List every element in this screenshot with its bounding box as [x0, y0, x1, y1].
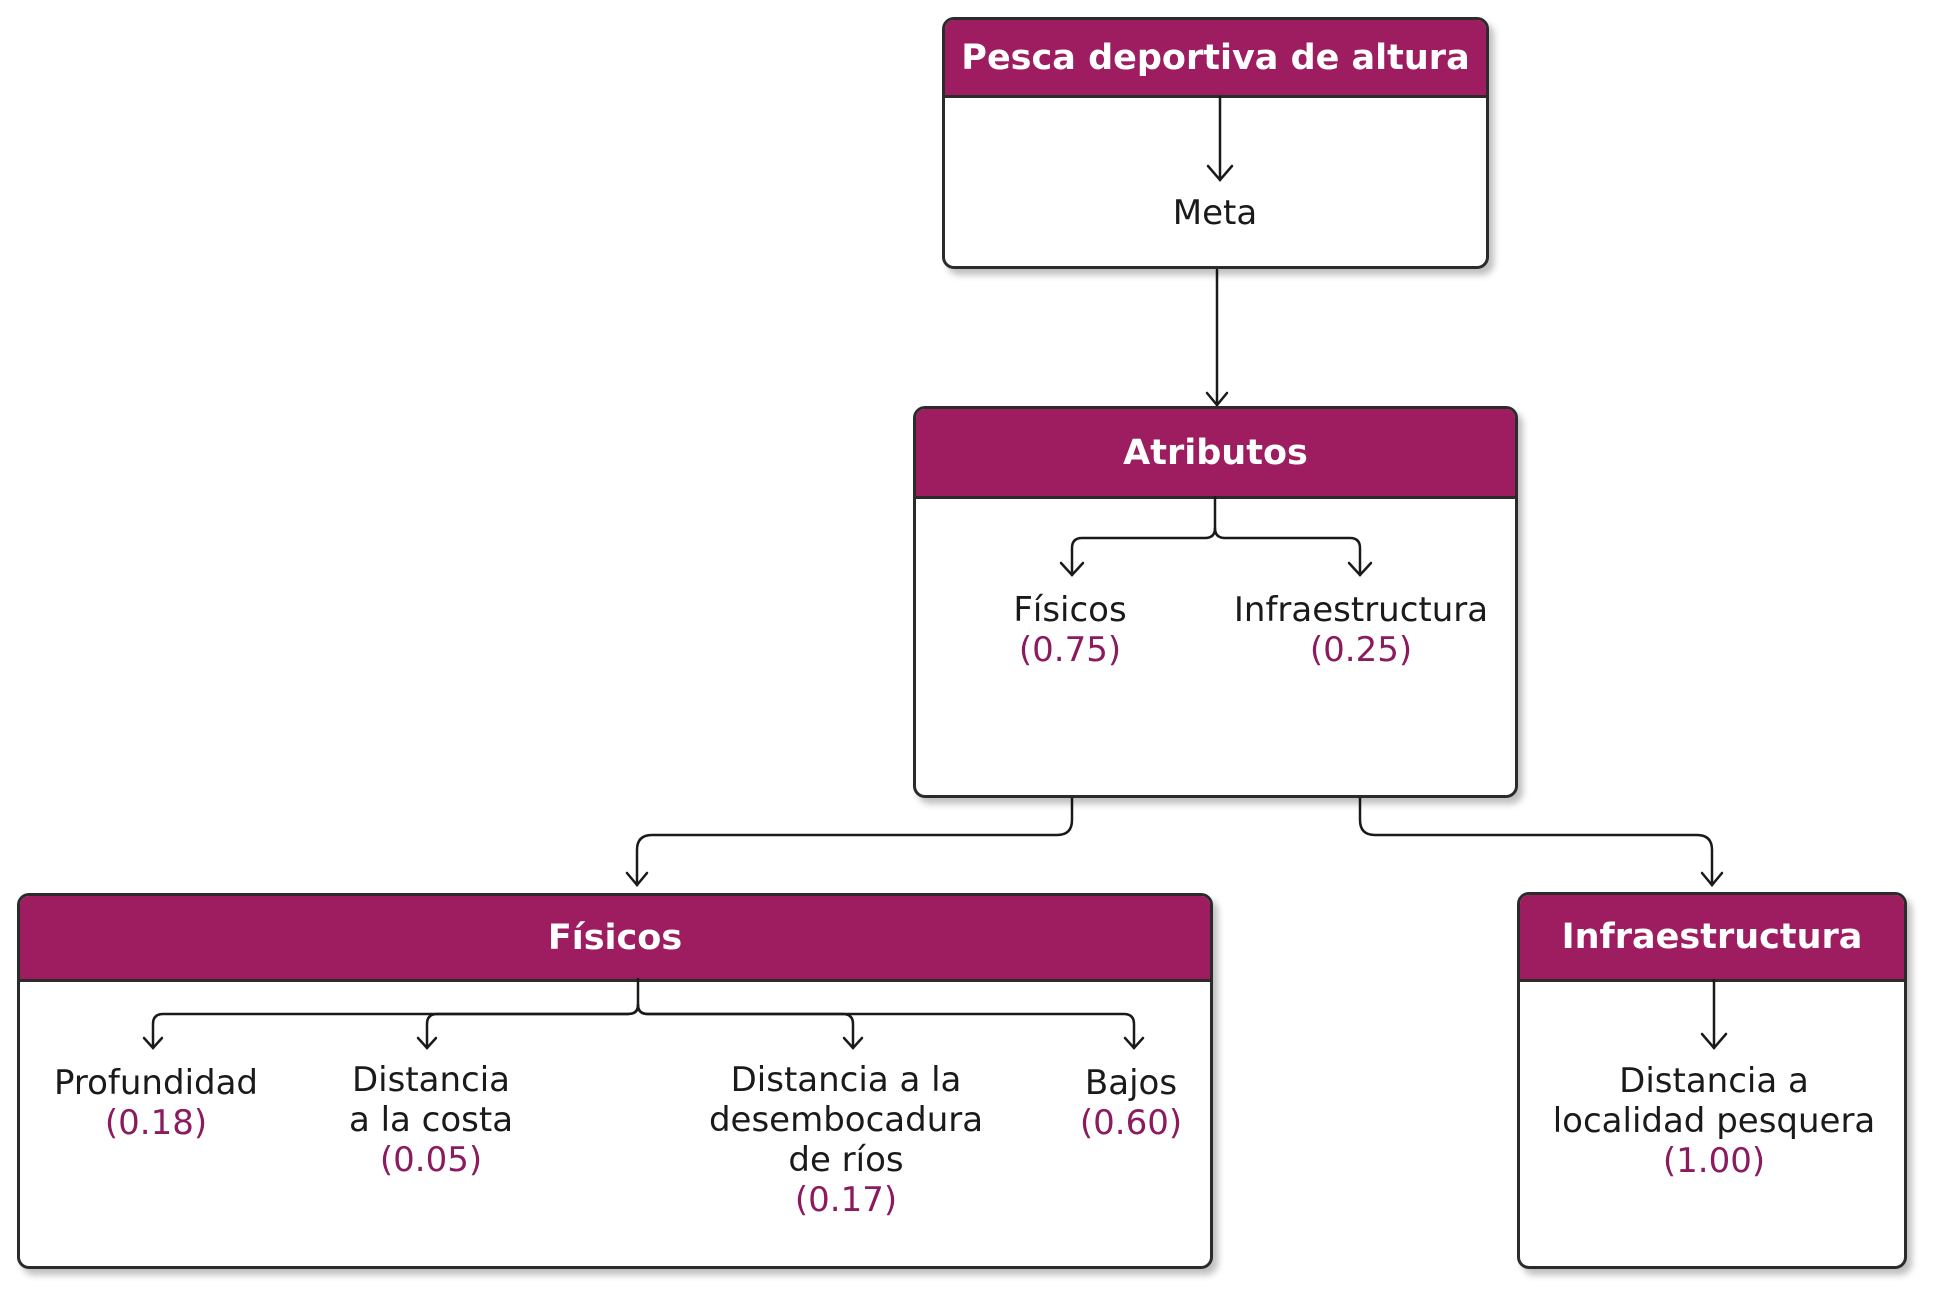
attribute-item-infraestructura: Infraestructura (0.25)	[1233, 590, 1489, 670]
weight-value: (1.00)	[1662, 1141, 1766, 1181]
infrastructure-box-header: Infraestructura	[1520, 895, 1904, 982]
physical-box: Físicos	[17, 893, 1213, 1269]
infrastructure-box: Infraestructura	[1517, 892, 1907, 1269]
attributes-box: Atributos	[913, 406, 1518, 798]
physical-item-distancia-costa: Distancia a la costa (0.05)	[348, 1060, 514, 1180]
infrastructure-box-title: Infraestructura	[1561, 917, 1863, 957]
weight-value: (0.25)	[1309, 630, 1413, 670]
weight-value: (0.60)	[1079, 1103, 1183, 1143]
goal-box-header: Pesca deportiva de altura	[945, 20, 1486, 98]
attributes-box-header: Atributos	[916, 409, 1515, 499]
weight-value: (0.05)	[379, 1140, 483, 1180]
physical-box-title: Físicos	[547, 917, 683, 958]
physical-item-bajos: Bajos (0.60)	[1079, 1063, 1183, 1143]
goal-box: Pesca deportiva de altura	[942, 17, 1489, 269]
attribute-item-fisicos: Físicos (0.75)	[1013, 590, 1127, 670]
weight-value: (0.18)	[104, 1103, 208, 1143]
infrastructure-item-distancia-localidad: Distancia a localidad pesquera (1.00)	[1552, 1061, 1876, 1181]
weight-value: (0.75)	[1018, 630, 1122, 670]
goal-box-title: Pesca deportiva de altura	[961, 37, 1470, 78]
physical-item-distancia-rios: Distancia a la desembocadura de ríos (0.…	[708, 1060, 984, 1220]
attributes-box-title: Atributos	[1123, 432, 1308, 473]
weight-value: (0.17)	[794, 1180, 898, 1220]
physical-item-profundidad: Profundidad (0.18)	[53, 1063, 259, 1143]
goal-item-meta: Meta	[1172, 193, 1258, 233]
physical-box-header: Físicos	[20, 896, 1210, 982]
